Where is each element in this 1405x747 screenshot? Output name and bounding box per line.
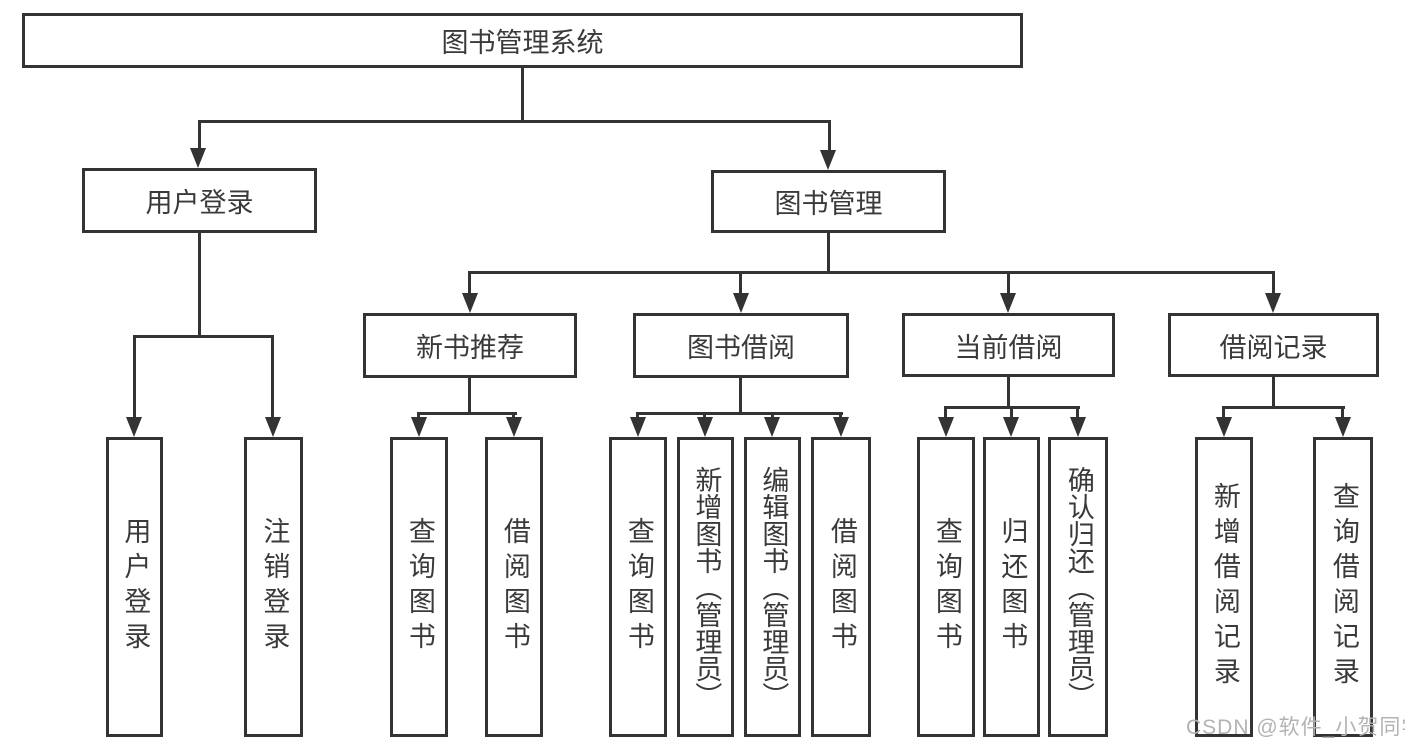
leaf-his-query-record-label: 查询借阅记录 [1328,482,1359,692]
arrow-down-icon [630,417,646,437]
connector-his-split [1222,406,1345,409]
connector-rec-split [417,412,517,415]
connector-to-new-book [468,271,471,295]
connector-mgmt-split [469,271,1275,274]
arrow-down-icon [820,150,836,170]
connector-his-stub [1272,375,1275,406]
connector-to-leaf-logout [271,335,274,419]
leaf-logout-label: 注销登录 [259,517,290,657]
connector-bor-1 [636,412,639,420]
connector-bor-3 [771,412,774,420]
connector-bor-split [636,412,843,415]
node-user-login: 用户登录 [82,168,317,233]
connector-to-book-borrow [739,271,742,295]
arrow-down-icon [833,417,849,437]
csdn-watermark: CSDN @软件_小贺同学 [1186,716,1405,739]
connector-to-leaf-login [133,335,136,419]
arrow-down-icon [938,417,954,437]
connector-bor-2 [703,412,706,420]
connector-cur-1 [944,406,947,420]
leaf-bor-borrow-book-label: 借阅图书 [826,517,857,657]
connector-his-left [1222,406,1225,420]
leaf-his-add-record-label: 新增借阅记录 [1209,482,1240,692]
leaf-rec-query-book-label: 查询图书 [404,517,435,657]
connector-to-borrow-records [1272,271,1275,295]
connector-to-book-management [828,120,831,154]
leaf-cur-return-book-label: 归还图书 [997,517,1028,657]
node-current-borrow: 当前借阅 [902,313,1115,377]
leaf-bor-edit-book-admin-label: 编辑图书（管理员） [758,465,789,709]
connector-bor-4 [839,412,842,420]
arrow-down-icon [1216,417,1232,437]
leaf-user-login-label: 用户登录 [120,517,151,657]
leaf-bor-add-book-admin: 新增图书（管理员） [677,437,734,737]
leaf-cur-confirm-return-admin-label: 确认归还（管理员） [1063,465,1094,709]
leaf-cur-return-book: 归还图书 [983,437,1040,737]
leaf-cur-query-book-label: 查询图书 [931,517,962,657]
arrow-down-icon [1335,417,1351,437]
leaf-rec-query-book: 查询图书 [390,437,448,737]
connector-login-split [133,335,274,338]
arrow-down-icon [1000,293,1016,313]
leaf-cur-query-book: 查询图书 [917,437,975,737]
connector-rec-stub [468,375,471,412]
connector-mgmt-stub [827,231,830,271]
connector-root-stub [521,66,524,120]
arrow-down-icon [1265,293,1281,313]
connector-to-user-login [198,120,201,152]
connector-cur-stub [1007,375,1010,406]
leaf-bor-query-book: 查询图书 [609,437,667,737]
arrow-down-icon [506,417,522,437]
node-new-book-recommend: 新书推荐 [363,313,577,378]
leaf-his-query-record: 查询借阅记录 [1313,437,1373,737]
leaf-cur-confirm-return-admin: 确认归还（管理员） [1048,437,1108,737]
arrow-down-icon [462,293,478,313]
leaf-bor-edit-book-admin: 编辑图书（管理员） [744,437,801,737]
node-library-management-system: 图书管理系统 [22,13,1023,68]
leaf-rec-borrow-book: 借阅图书 [485,437,543,737]
leaf-his-add-record: 新增借阅记录 [1195,437,1253,737]
arrow-down-icon [265,417,281,437]
arrow-down-icon [126,417,142,437]
node-book-borrow: 图书借阅 [633,313,849,378]
leaf-bor-borrow-book: 借阅图书 [811,437,871,737]
arrow-down-icon [411,417,427,437]
connector-bor-stub [739,375,742,412]
leaf-bor-query-book-label: 查询图书 [623,517,654,657]
connector-root-split [198,120,831,123]
connector-to-current-borrow [1007,271,1010,295]
arrow-down-icon [697,417,713,437]
node-book-management: 图书管理 [711,170,946,233]
connector-login-stub [198,231,201,335]
leaf-rec-borrow-book-label: 借阅图书 [499,517,530,657]
connector-rec-left [417,412,420,420]
arrow-down-icon [190,148,206,168]
connector-his-right [1341,406,1344,420]
arrow-down-icon [764,417,780,437]
arrow-down-icon [1003,417,1019,437]
leaf-user-login: 用户登录 [106,437,163,737]
connector-cur-3 [1076,406,1079,420]
node-borrow-records: 借阅记录 [1168,313,1379,377]
arrow-down-icon [1070,417,1086,437]
connector-rec-right [512,412,515,420]
leaf-logout: 注销登录 [244,437,303,737]
connector-cur-2 [1010,406,1013,420]
arrow-down-icon [733,293,749,313]
leaf-bor-add-book-admin-label: 新增图书（管理员） [691,465,722,709]
